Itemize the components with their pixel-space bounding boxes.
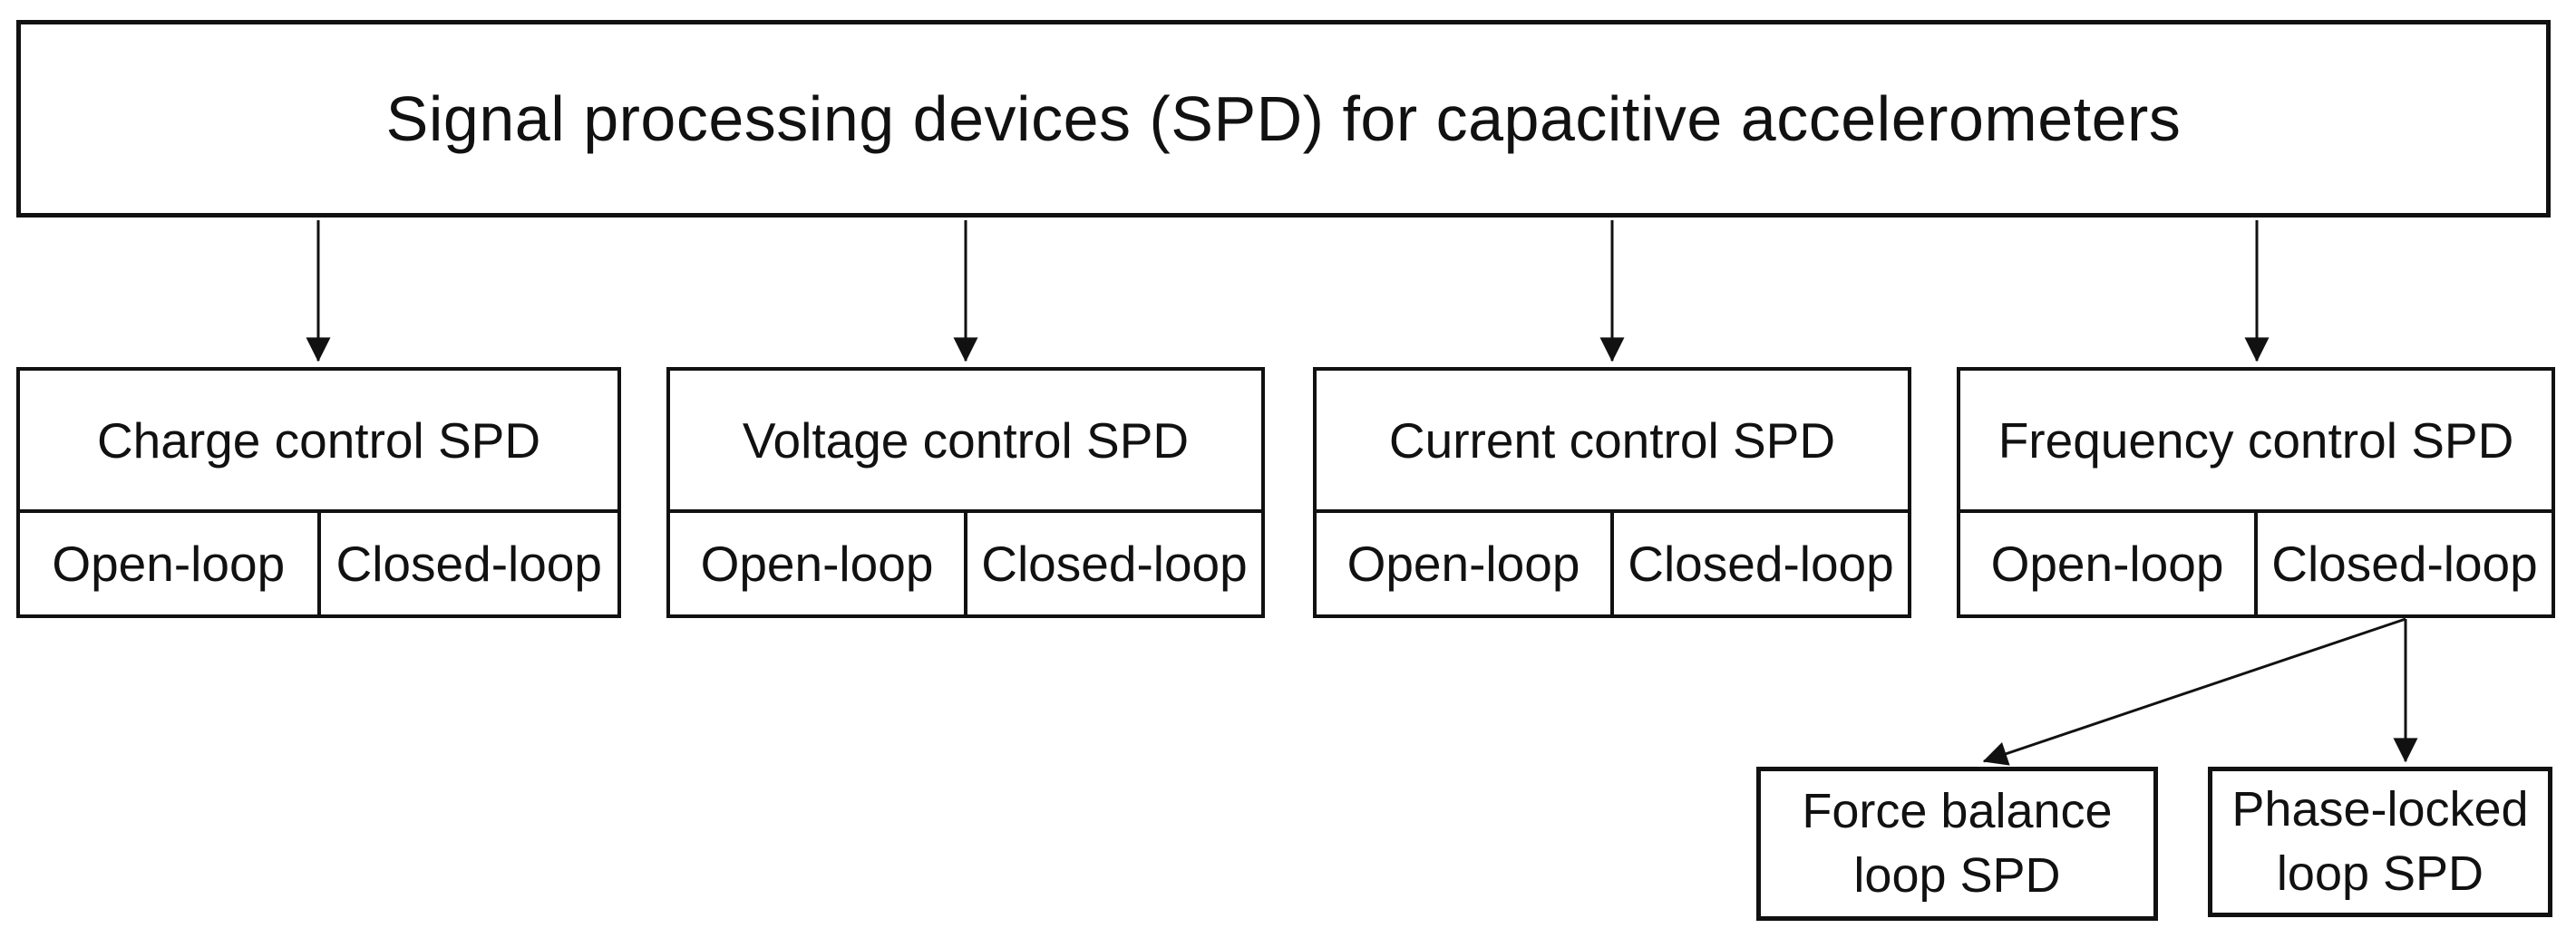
branch-title-current: Current control SPD bbox=[1388, 411, 1836, 469]
open-loop-cell: Open-loop bbox=[670, 513, 967, 614]
open-loop-cell: Open-loop bbox=[1960, 513, 2258, 614]
closed-loop-cell: Closed-loop bbox=[335, 536, 602, 592]
closed-loop-cell: Closed-loop bbox=[1628, 536, 1894, 592]
loop-row: Open-loop Closed-loop bbox=[1317, 509, 1908, 614]
branch-title-charge: Charge control SPD bbox=[96, 411, 541, 469]
leaf-phase-line2: loop SPD bbox=[2276, 846, 2484, 901]
leaf-box-force-balance: Force balance loop SPD bbox=[1756, 767, 2158, 921]
arrow-closedloop-to-forcebalance-icon bbox=[1982, 617, 2406, 766]
root-title: Signal processing devices (SPD) for capa… bbox=[385, 83, 2182, 154]
open-loop-cell: Open-loop bbox=[1317, 513, 1614, 614]
leaf-force-line2: loop SPD bbox=[1853, 848, 2061, 903]
branch-title-voltage: Voltage control SPD bbox=[742, 411, 1190, 469]
root-box: Signal processing devices (SPD) for capa… bbox=[16, 20, 2551, 218]
closed-loop-cell: Closed-loop bbox=[2271, 536, 2538, 592]
open-loop-cell: Open-loop bbox=[20, 513, 321, 614]
branch-title-frequency: Frequency control SPD bbox=[1998, 411, 2514, 469]
loop-row: Open-loop Closed-loop bbox=[20, 509, 617, 614]
branch-box-frequency: Frequency control SPD Open-loop Closed-l… bbox=[1957, 367, 2555, 618]
leaf-phase-line1: Phase-locked bbox=[2231, 782, 2529, 836]
leaf-box-phase-locked: Phase-locked loop SPD bbox=[2208, 767, 2552, 917]
loop-row: Open-loop Closed-loop bbox=[670, 509, 1261, 614]
loop-row: Open-loop Closed-loop bbox=[1960, 509, 2552, 614]
closed-loop-cell: Closed-loop bbox=[981, 536, 1248, 592]
leaf-force-line1: Force balance bbox=[1802, 784, 2113, 838]
branch-box-voltage: Voltage control SPD Open-loop Closed-loo… bbox=[666, 367, 1265, 618]
branch-box-current: Current control SPD Open-loop Closed-loo… bbox=[1313, 367, 1911, 618]
branch-box-charge: Charge control SPD Open-loop Closed-loop bbox=[16, 367, 621, 618]
